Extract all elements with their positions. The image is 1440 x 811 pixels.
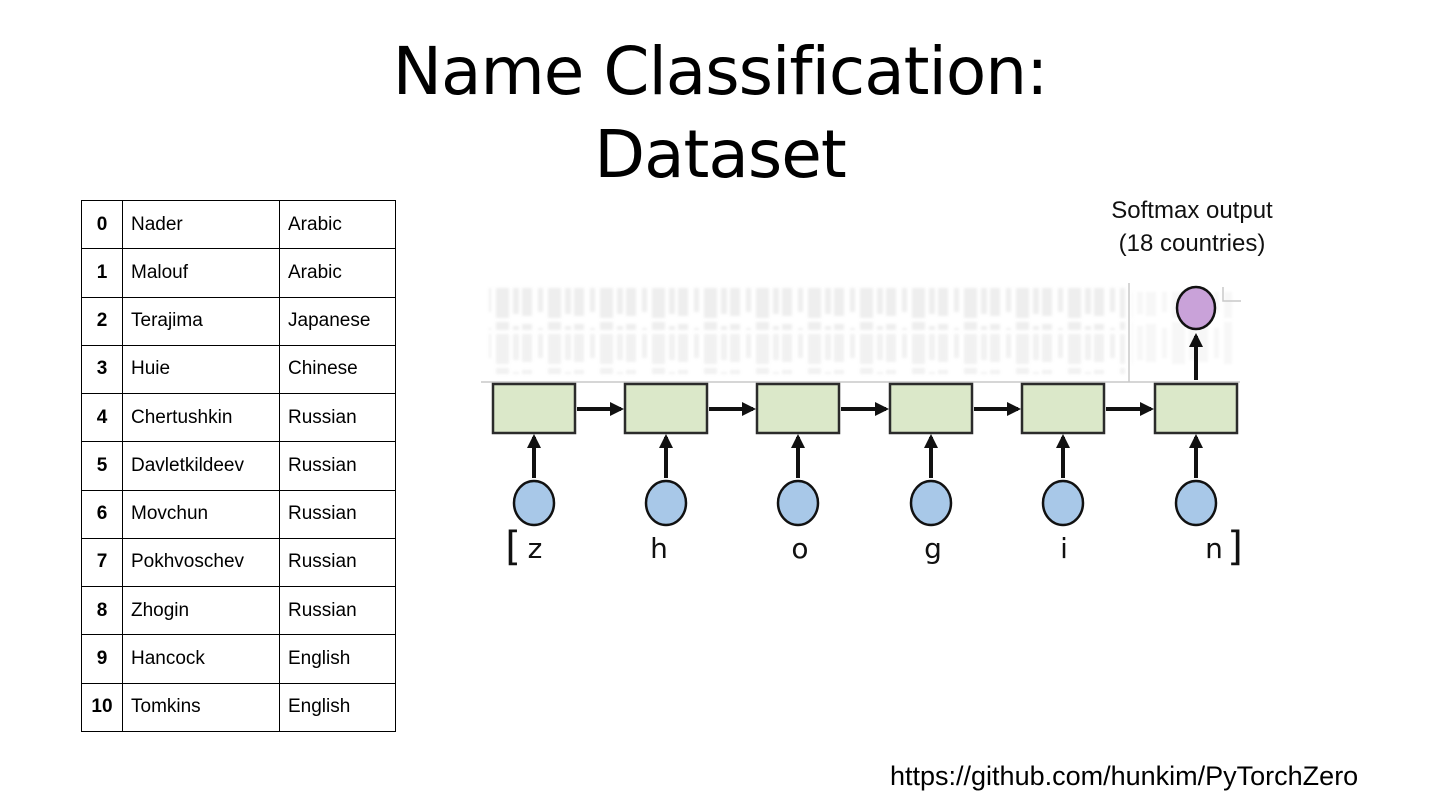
table-row: 6 Movchun Russian	[81, 489, 396, 539]
input-nodes	[512, 479, 1218, 527]
title-line-1: Name Classification:	[392, 33, 1049, 110]
row-index: 4	[81, 393, 123, 443]
table-row: 9 Hancock English	[81, 634, 396, 684]
row-name: Huie	[122, 344, 280, 395]
rnn-cell	[755, 382, 841, 435]
row-name: Zhogin	[122, 586, 280, 636]
image-border-artifact	[481, 283, 1241, 383]
rnn-cell	[888, 382, 974, 435]
input-char: z	[528, 532, 543, 565]
row-index: 6	[81, 489, 123, 539]
softmax-label-line-1: Softmax output	[1111, 197, 1273, 224]
softmax-label-line-2: (18 countries)	[1118, 230, 1266, 257]
row-index: 7	[81, 537, 123, 588]
row-index: 5	[81, 441, 123, 491]
ghost-text-artifact	[489, 288, 1232, 374]
table-row: 3 Huie Chinese	[81, 344, 396, 395]
row-language: Chinese	[279, 344, 396, 395]
softmax-node	[1175, 285, 1217, 331]
row-index: 0	[81, 199, 123, 250]
row-language: Russian	[279, 441, 396, 491]
rnn-diagram: [ z h o g i n ]	[481, 283, 1243, 570]
row-language: English	[279, 682, 396, 733]
row-language: Russian	[279, 537, 396, 588]
input-node	[1174, 479, 1218, 527]
row-language: Russian	[279, 489, 396, 539]
row-index: 8	[81, 586, 123, 636]
row-language: Arabic	[279, 199, 396, 250]
table-row: 4 Chertushkin Russian	[81, 393, 396, 443]
row-index: 9	[81, 634, 123, 684]
table-row: 10 Tomkins English	[81, 682, 396, 733]
row-name: Nader	[122, 199, 280, 250]
row-name: Tomkins	[122, 682, 280, 733]
row-name: Hancock	[122, 634, 280, 684]
rnn-cell	[623, 382, 709, 435]
bracket-right: ]	[1227, 524, 1243, 570]
row-language: Arabic	[279, 248, 396, 298]
table-row: 0 Nader Arabic	[81, 199, 396, 250]
slide-title: Name Classification: Dataset	[0, 30, 1440, 196]
footer-url-link[interactable]: https://github.com/hunkim/PyTorchZero	[890, 761, 1359, 791]
table-row: 5 Davletkildeev Russian	[81, 441, 396, 491]
table-row: 7 Pokhvoschev Russian	[81, 537, 396, 588]
input-char: o	[791, 532, 808, 565]
input-arrows	[527, 434, 1203, 478]
table-row: 1 Malouf Arabic	[81, 248, 396, 298]
row-language: Russian	[279, 393, 396, 443]
row-name: Terajima	[122, 296, 280, 346]
softmax-output-label: Softmax output (18 countries)	[1042, 194, 1342, 260]
row-index: 10	[81, 682, 123, 733]
title-line-2: Dataset	[594, 116, 846, 193]
rnn-cell	[491, 382, 577, 435]
input-char: n	[1205, 532, 1223, 565]
bracket-left: [	[505, 524, 521, 570]
row-index: 3	[81, 344, 123, 395]
input-node	[1041, 479, 1085, 527]
row-language: English	[279, 634, 396, 684]
row-name: Malouf	[122, 248, 280, 298]
row-index: 1	[81, 248, 123, 298]
input-node	[512, 479, 556, 527]
input-char: g	[924, 532, 942, 565]
row-name: Davletkildeev	[122, 441, 280, 491]
input-char: h	[650, 532, 668, 565]
table-row: 2 Terajima Japanese	[81, 296, 396, 346]
rnn-cells	[491, 382, 1239, 435]
rnn-cell	[1153, 382, 1239, 435]
table-row: 8 Zhogin Russian	[81, 586, 396, 636]
row-name: Movchun	[122, 489, 280, 539]
input-node	[776, 479, 820, 527]
row-name: Pokhvoschev	[122, 537, 280, 588]
input-char: i	[1060, 532, 1068, 565]
row-name: Chertushkin	[122, 393, 280, 443]
row-index: 2	[81, 296, 123, 346]
input-node	[909, 479, 953, 527]
rnn-cell	[1020, 382, 1106, 435]
input-node	[644, 479, 688, 527]
row-language: Japanese	[279, 296, 396, 346]
row-language: Russian	[279, 586, 396, 636]
names-table: 0 Nader Arabic 1 Malouf Arabic 2 Terajim…	[81, 199, 396, 733]
